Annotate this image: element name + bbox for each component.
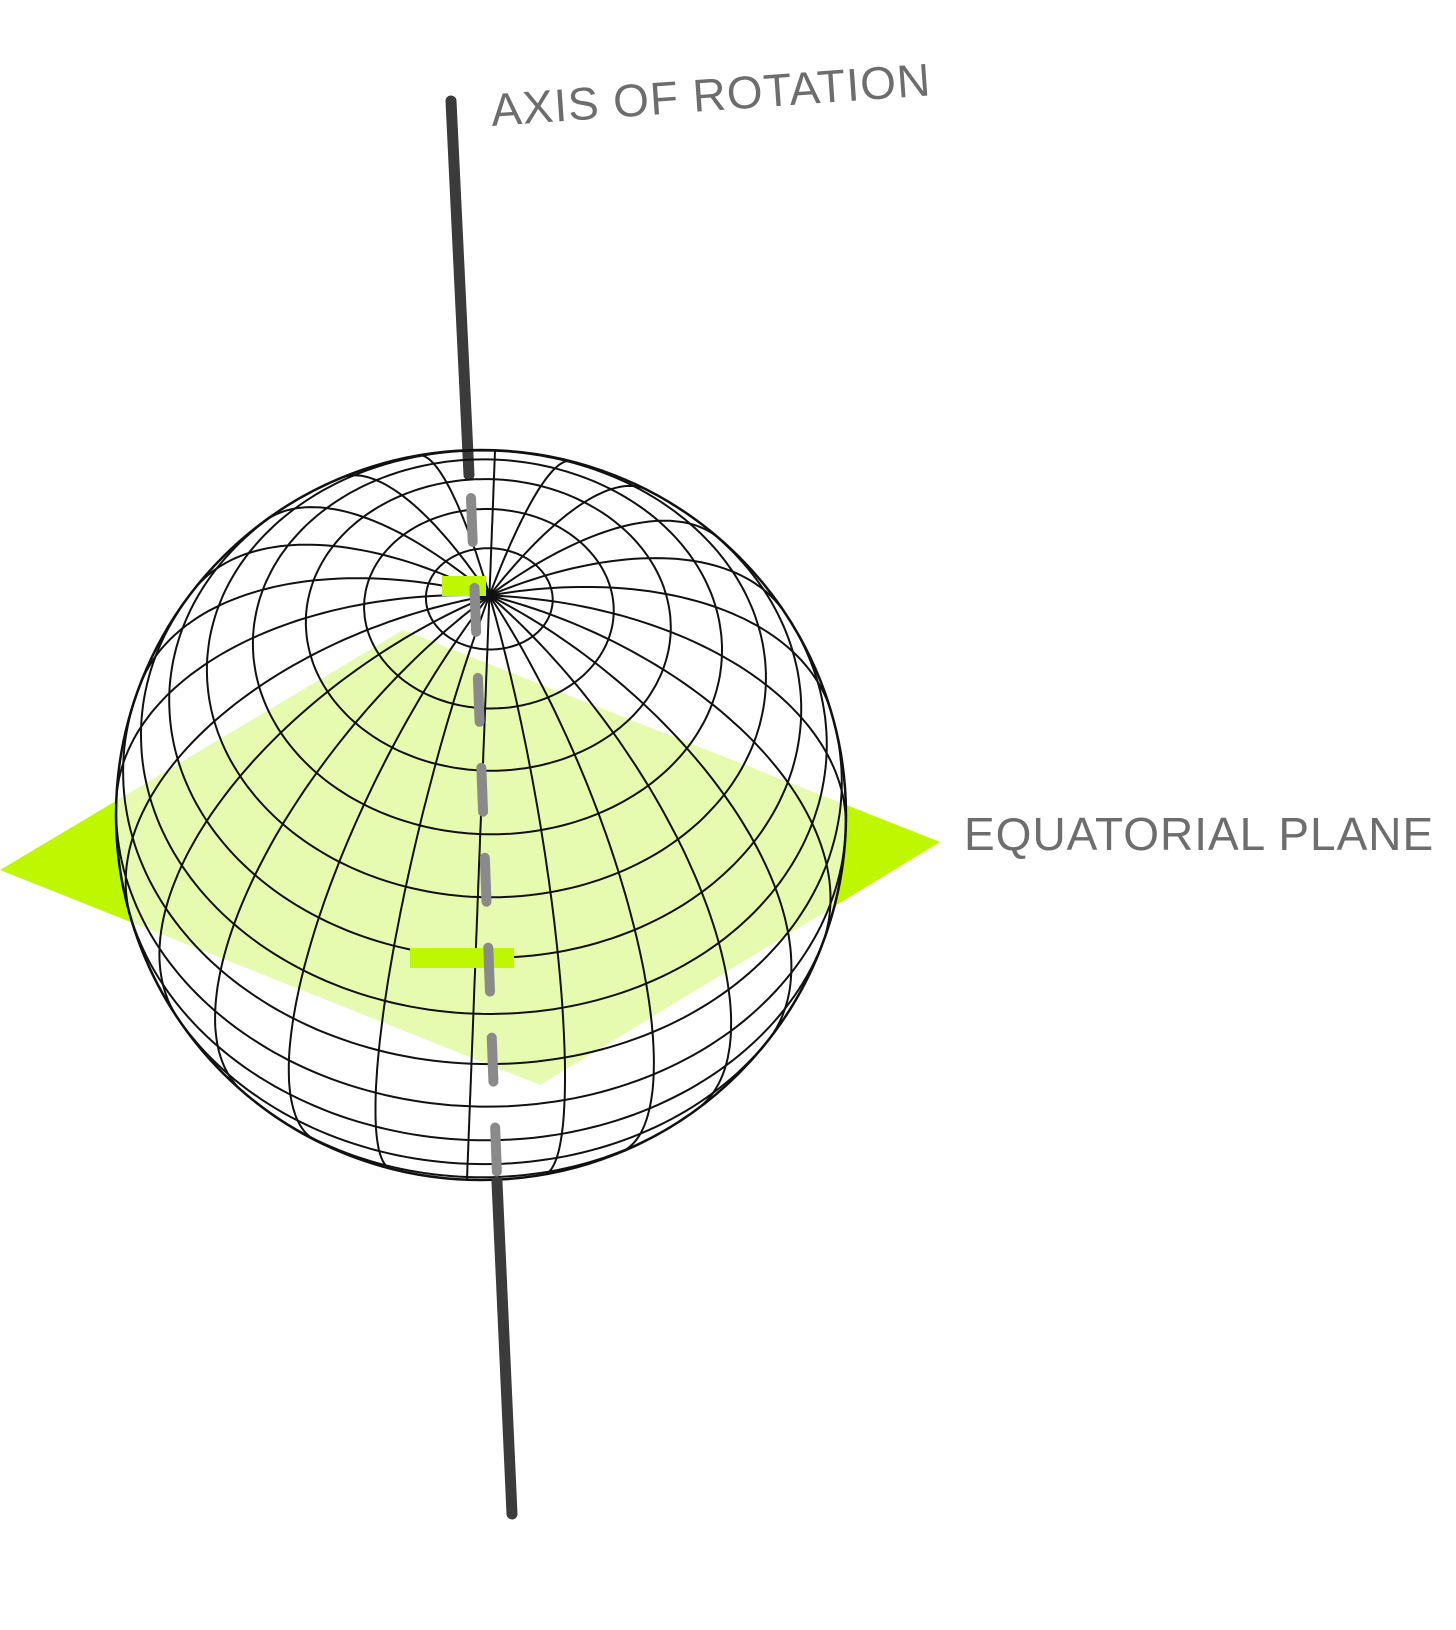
meridian-line bbox=[488, 594, 655, 1153]
parallel-line bbox=[126, 906, 828, 1142]
parallel-line bbox=[424, 547, 554, 651]
meridian-line bbox=[124, 594, 490, 917]
parallel-line bbox=[168, 504, 803, 959]
equatorial-plane-label: EQUATORIAL PLANE bbox=[964, 808, 1434, 860]
meridian-line bbox=[488, 594, 733, 1108]
meridian-line bbox=[488, 484, 645, 597]
parallel-line bbox=[115, 800, 847, 1108]
parallel-line bbox=[139, 597, 828, 1016]
parallel-line bbox=[122, 696, 843, 1066]
meridian-line bbox=[214, 594, 491, 1091]
meridian-line bbox=[488, 519, 720, 597]
meridian-line bbox=[343, 474, 491, 597]
meridian-line bbox=[115, 594, 490, 802]
meridian-line bbox=[466, 595, 491, 1180]
meridian-line bbox=[488, 460, 572, 596]
parallel-line bbox=[175, 1014, 771, 1166]
sphere-outline bbox=[114, 448, 848, 1182]
axis-of-rotation-label: AXIS OF ROTATION bbox=[489, 53, 933, 136]
meridian-line bbox=[488, 450, 496, 596]
axis-hidden-dashed bbox=[466, 493, 502, 1180]
meridian-line bbox=[287, 594, 491, 1142]
meridian-line bbox=[488, 595, 566, 1176]
parallel-line bbox=[251, 458, 723, 836]
meridian-line bbox=[488, 594, 793, 1038]
meridian-line bbox=[374, 595, 491, 1170]
meridian-line bbox=[140, 577, 490, 683]
meridian-line bbox=[489, 594, 832, 943]
parallel-line bbox=[304, 478, 672, 772]
globe-grid bbox=[115, 449, 847, 1180]
meridian-line bbox=[489, 594, 847, 830]
axis-upper bbox=[445, 95, 475, 481]
axis-lower bbox=[491, 1176, 518, 1520]
meridian-line bbox=[489, 557, 785, 613]
meridian-line bbox=[418, 454, 491, 596]
meridian-line bbox=[193, 543, 490, 597]
equatorial-plane-inside bbox=[117, 630, 845, 1085]
parallel-line bbox=[363, 508, 615, 710]
meridian-line bbox=[264, 506, 491, 597]
meridian-line bbox=[489, 586, 832, 710]
meridian-line bbox=[158, 594, 490, 1015]
